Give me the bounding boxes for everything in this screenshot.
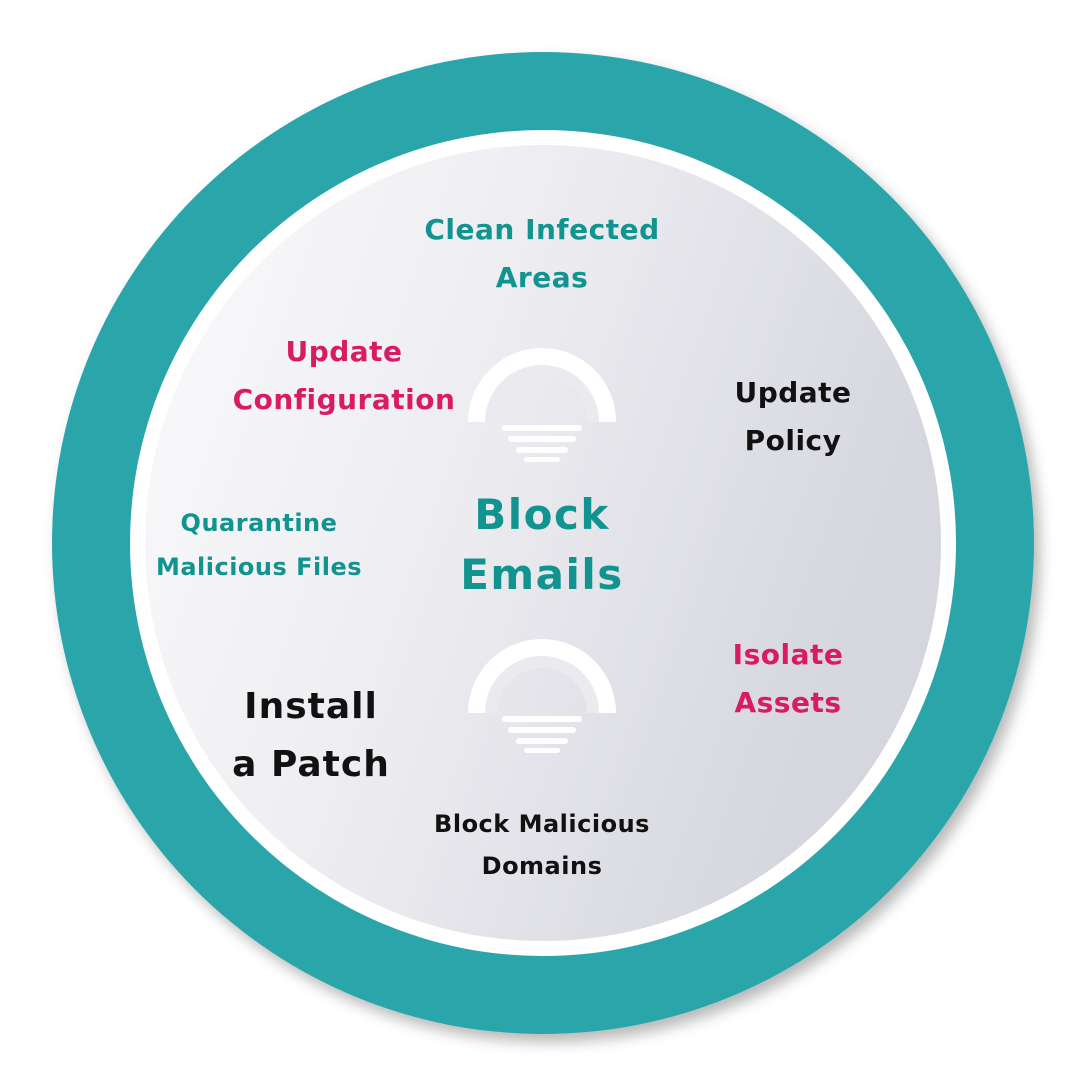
label-line: a Patch (232, 744, 390, 785)
label-install-a-patch: Install a Patch (232, 678, 390, 794)
label-line: Update (734, 376, 852, 409)
label-block-malicious-domains: Block Malicious Domains (434, 803, 650, 887)
label-line: Domains (481, 852, 603, 880)
label-line: Install (244, 686, 378, 727)
label-line: Quarantine (180, 509, 338, 537)
label-clean-infected-areas: Clean Infected Areas (424, 206, 659, 302)
label-line: Clean Infected (424, 213, 660, 246)
label-line: Update (285, 335, 403, 368)
center-title: Block Emails (460, 485, 624, 605)
label-isolate-assets: Isolate Assets (733, 631, 844, 727)
label-line: Malicious Files (155, 553, 363, 581)
label-line: Configuration (232, 383, 456, 416)
center-title-line: Block (474, 490, 610, 539)
label-line: Assets (734, 686, 842, 719)
label-line: Areas (495, 261, 589, 294)
label-update-policy: Update Policy (734, 369, 851, 465)
label-quarantine-malicious-files: Quarantine Malicious Files (156, 501, 362, 589)
label-line: Policy (744, 424, 842, 457)
inner-disc (145, 145, 941, 941)
center-title-line: Emails (460, 550, 624, 599)
label-line: Isolate (732, 638, 844, 671)
label-update-configuration: Update Configuration (233, 328, 456, 424)
half-sun-horizon-icon (468, 348, 616, 462)
half-sun-horizon-icon (468, 639, 616, 753)
label-line: Block Malicious (434, 810, 650, 838)
